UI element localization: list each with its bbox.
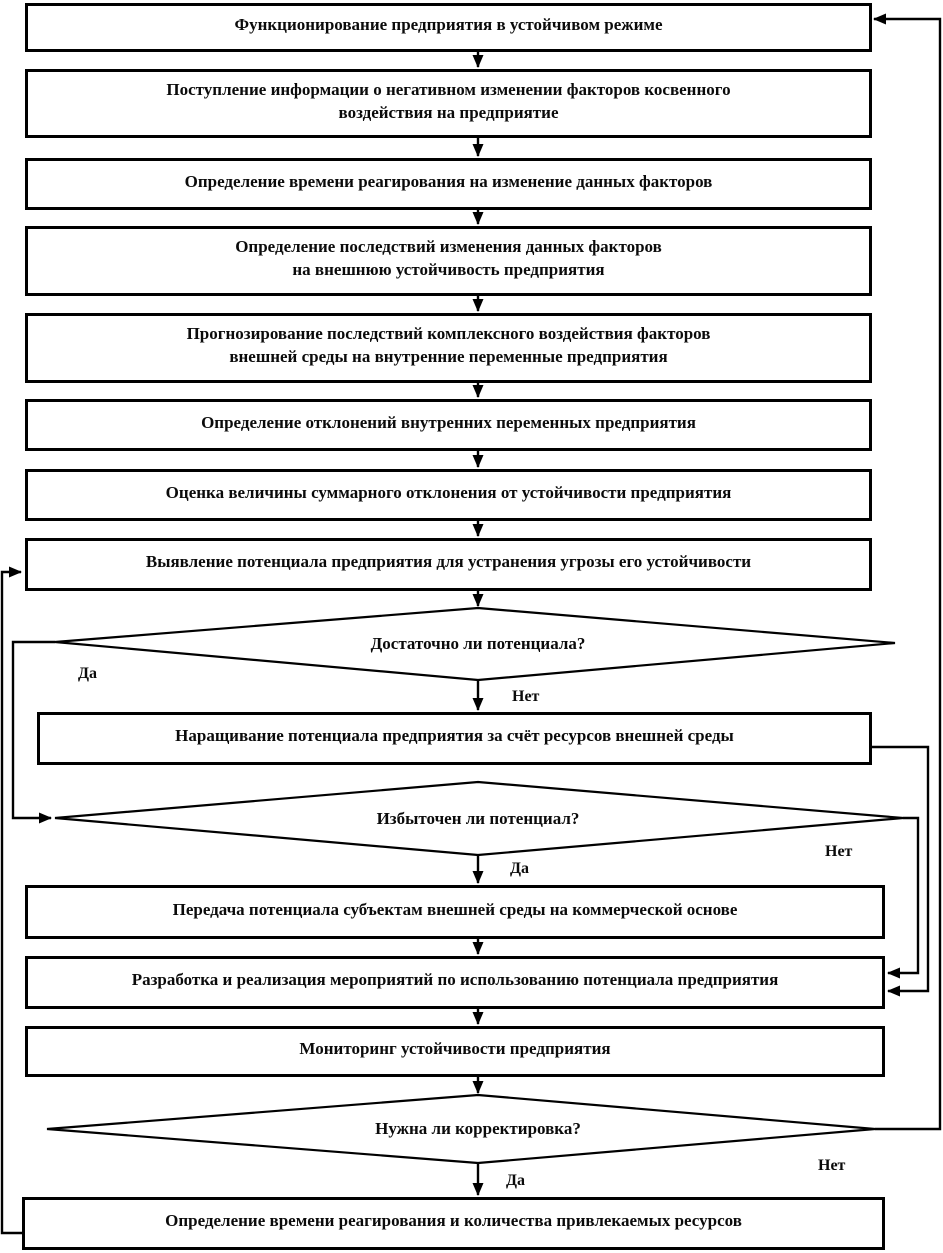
process-box-potential-identification: Выявление потенциала предприятия для уст… [25, 538, 872, 591]
loop-box9-to-box11 [872, 745, 930, 997]
process-box-line: Выявление потенциала предприятия для уст… [145, 552, 752, 572]
process-box-internal-deviations: Определение отклонений внутренних переме… [25, 399, 872, 451]
decision-label-correction-needed: Нужна ли корректировка? [375, 1119, 581, 1138]
process-box-line: Определение времени реагирования на изме… [184, 171, 713, 191]
process-box-information-receipt: Поступление информации о негативном изме… [25, 69, 872, 138]
process-box-line: Определение времени реагирования и колич… [165, 1211, 742, 1231]
decision-label-potential-excessive: Избыточен ли потенциал? [376, 809, 580, 828]
decision-diamond-potential-excessive [54, 780, 904, 857]
branch-label-yes-decision2: Да [510, 860, 530, 877]
process-box-line: Прогнозирование последствий комплексного… [186, 324, 711, 344]
process-box-line: воздействия на предприятие [338, 102, 559, 122]
branch-label-no-decision3: Нет [818, 1157, 846, 1174]
process-box-line: Оценка величины суммарного отклонения от… [165, 482, 732, 502]
decision-diamond-potential-sufficient [54, 606, 896, 682]
loop-decision3-no-to-box1 [873, 13, 942, 1131]
process-box-forecast-complex-impact: Прогнозирование последствий комплексного… [25, 313, 872, 383]
process-box-potential-transfer: Передача потенциала субъектам внешней ср… [25, 885, 885, 939]
process-box-line: Мониторинг устойчивости предприятия [299, 1039, 611, 1059]
process-box-line: Функционирование предприятия в устойчиво… [234, 15, 663, 35]
branch-label-yes-decision3: Да [506, 1172, 526, 1189]
process-box-measures-implementation: Разработка и реализация мероприятий по и… [25, 956, 885, 1009]
process-box-consequences-external-stability: Определение последствий изменения данных… [25, 226, 872, 296]
decision-diamond-correction-needed [46, 1093, 876, 1165]
loop-decision2-no-to-box11 [887, 816, 920, 979]
process-box-line: Наращивание потенциала предприятия за сч… [175, 726, 734, 746]
process-box-line: Поступление информации о негативном изме… [166, 79, 731, 99]
process-box-line: Разработка и реализация мероприятий по и… [131, 970, 779, 990]
process-box-line: Передача потенциала субъектам внешней ср… [172, 899, 738, 919]
process-box-line: Определение последствий изменения данных… [235, 237, 662, 257]
process-box-reaction-time: Определение времени реагирования на изме… [25, 158, 872, 210]
branch-label-no-decision1: Нет [512, 688, 540, 705]
process-box-total-deviation-estimate: Оценка величины суммарного отклонения от… [25, 469, 872, 521]
process-box-potential-increase: Наращивание потенциала предприятия за сч… [37, 712, 872, 765]
loop-box13-to-box8 [0, 566, 23, 1235]
process-box-line: Определение отклонений внутренних переме… [201, 412, 696, 432]
branch-label-yes-decision1: Да [78, 665, 98, 682]
process-box-reaction-time-resources: Определение времени реагирования и колич… [22, 1197, 885, 1250]
branch-label-no-decision2: Нет [825, 843, 853, 860]
process-box-line: внешней среды на внутренние переменные п… [229, 347, 668, 366]
process-box-stability-monitoring: Мониторинг устойчивости предприятия [25, 1026, 885, 1077]
loop-decision1-yes-to-decision2 [11, 640, 55, 824]
process-box-stable-operation: Функционирование предприятия в устойчиво… [25, 3, 872, 52]
process-box-line: на внешнюю устойчивость предприятия [292, 260, 605, 279]
decision-label-potential-sufficient: Достаточно ли потенциала? [370, 634, 586, 653]
